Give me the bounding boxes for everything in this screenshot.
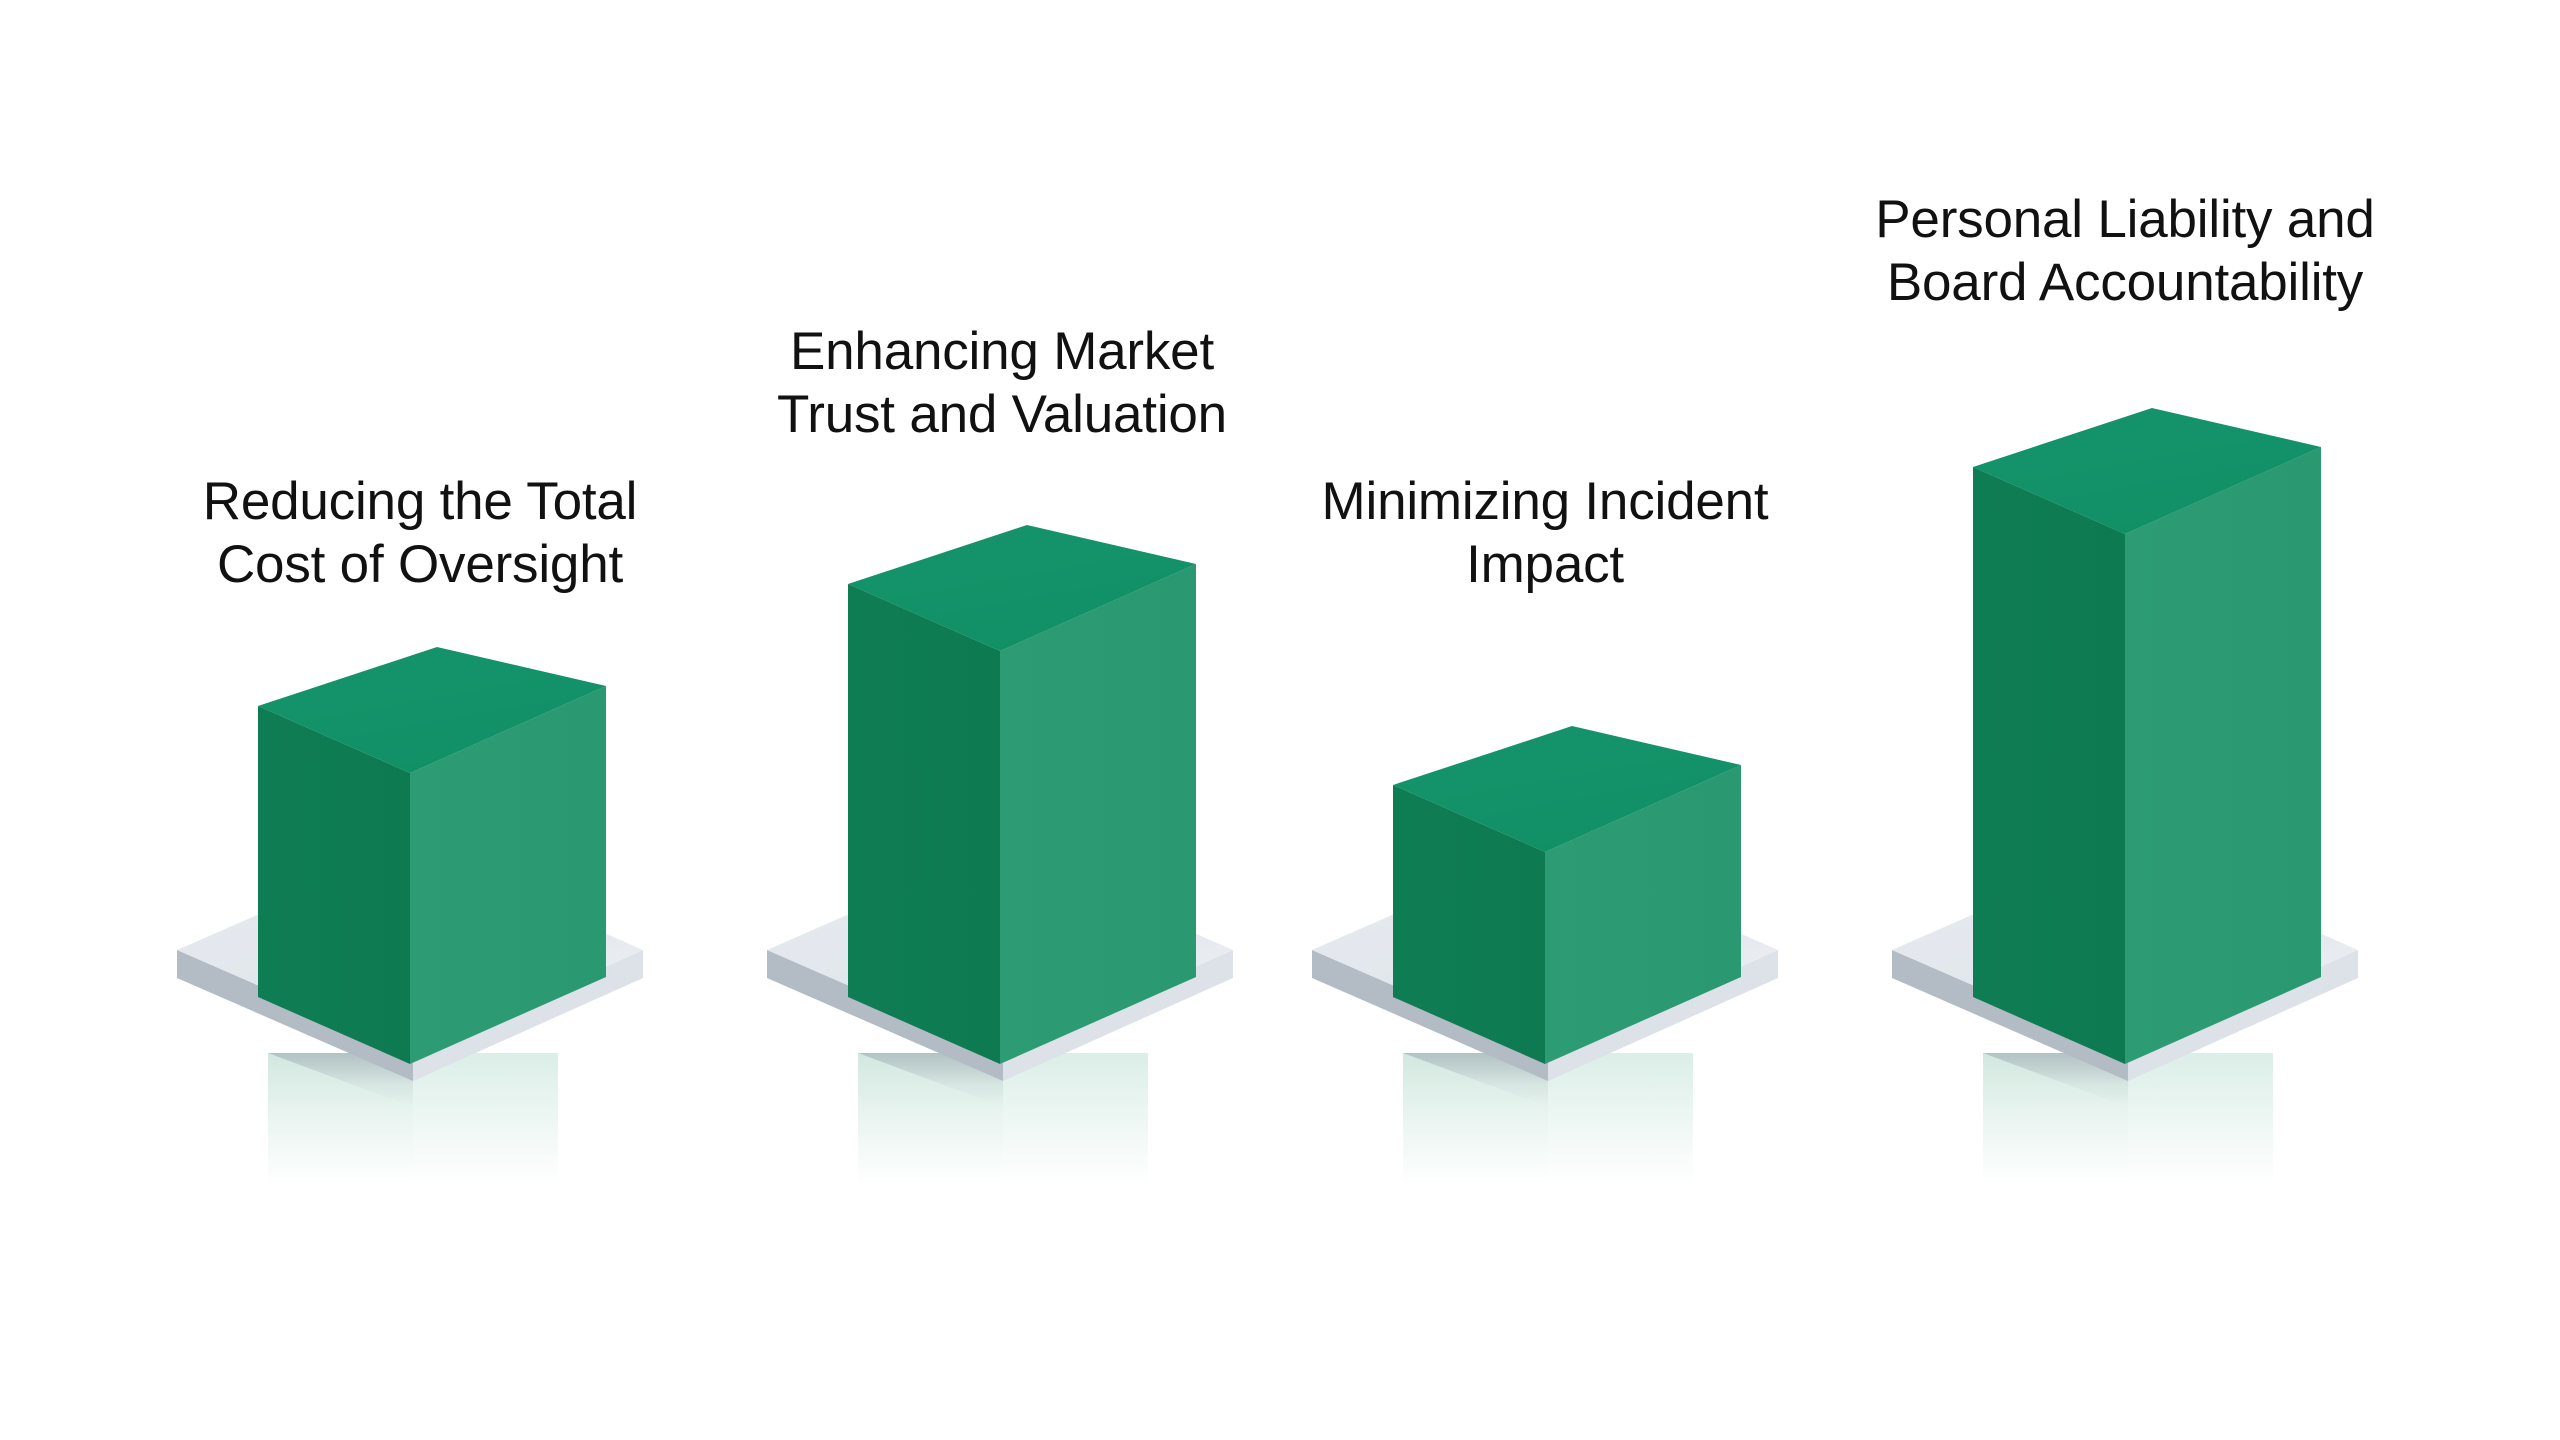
bar-2-right-face — [1000, 564, 1196, 1064]
bar-3-left-face — [1393, 785, 1545, 1064]
bar-2-cube[interactable] — [848, 525, 1196, 1064]
bar-3-right-face — [1545, 765, 1741, 1064]
platform-left-edge-1 — [177, 950, 413, 1081]
bar-3-cube[interactable] — [1393, 726, 1741, 1064]
bar-4-right-face — [2125, 447, 2321, 1064]
bar-group-1[interactable] — [177, 647, 643, 1185]
platform-left-edge-2 — [767, 950, 1003, 1081]
bar-1-right-face — [410, 686, 606, 1064]
bar-4-reflection — [1983, 1053, 2273, 1185]
bar-4-cube[interactable] — [1973, 408, 2321, 1064]
platform-left-edge-3 — [1312, 950, 1548, 1081]
bar-4-top-face — [1973, 408, 2321, 534]
bar-3-reflection — [1403, 1053, 1693, 1185]
bar-2-left-face — [848, 584, 1000, 1064]
bar-group-2[interactable] — [767, 525, 1233, 1185]
bar-1-cube[interactable] — [258, 647, 606, 1064]
bar-2-reflection — [858, 1053, 1148, 1185]
bar-2-top-face — [848, 525, 1196, 651]
bar-1-reflection — [268, 1053, 558, 1185]
platform-left-edge-4 — [1892, 950, 2128, 1081]
bar-3-top-face — [1393, 726, 1741, 852]
bar-1-left-face — [258, 706, 410, 1064]
bar-group-3[interactable] — [1312, 726, 1778, 1185]
bar-group-4[interactable] — [1892, 408, 2358, 1185]
bar-4-left-face — [1973, 467, 2125, 1064]
bar-1-top-face — [258, 647, 606, 773]
